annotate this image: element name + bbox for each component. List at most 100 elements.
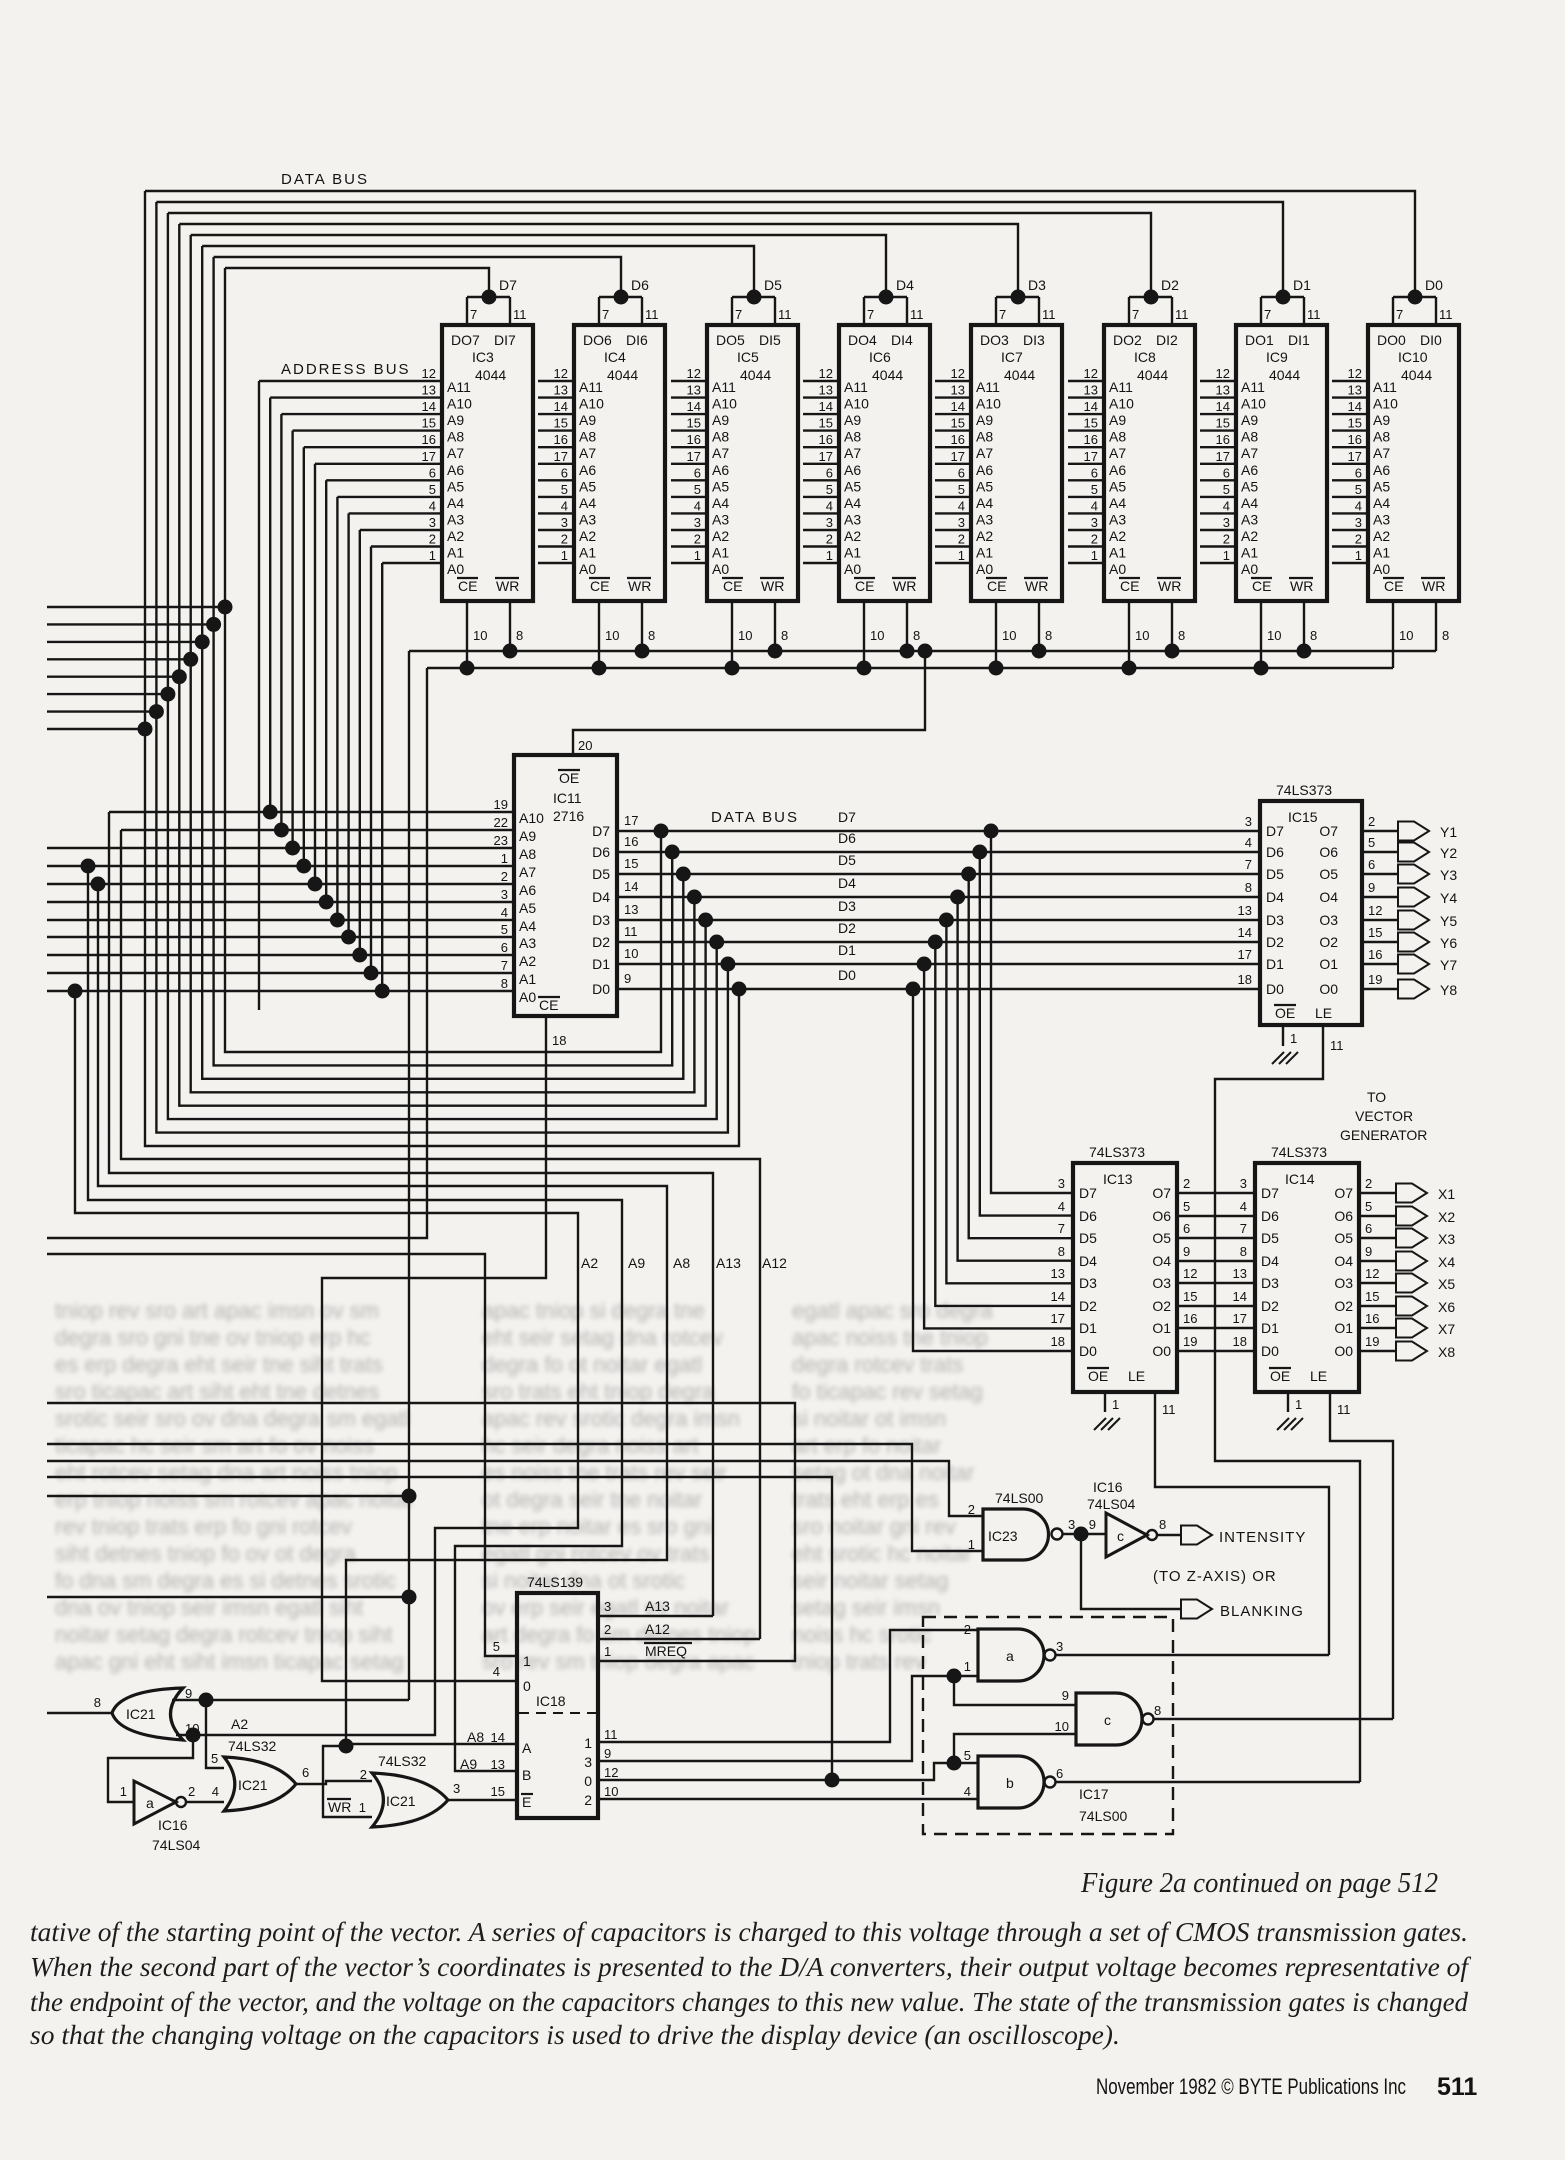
svg-text:17: 17 [1216, 449, 1230, 464]
svg-text:7: 7 [1058, 1221, 1065, 1236]
svg-text:A11: A11 [1109, 379, 1133, 395]
svg-text:O2: O2 [1334, 1298, 1353, 1314]
svg-text:8: 8 [1178, 628, 1185, 643]
svg-text:CE: CE [723, 578, 742, 594]
svg-text:16: 16 [1348, 432, 1362, 447]
svg-text:Y3: Y3 [1440, 867, 1457, 883]
svg-text:tne erp noitar es sro gni: tne erp noitar es sro gni [482, 1514, 713, 1539]
svg-text:A2: A2 [1109, 528, 1126, 544]
svg-text:5: 5 [493, 1639, 500, 1654]
svg-text:Y5: Y5 [1440, 913, 1457, 929]
svg-text:A7: A7 [1373, 445, 1390, 461]
svg-text:4: 4 [1223, 498, 1230, 513]
svg-text:4: 4 [1091, 498, 1098, 513]
svg-text:A10: A10 [519, 810, 544, 826]
svg-text:2: 2 [958, 532, 965, 547]
svg-text:O4: O4 [1152, 1253, 1171, 1269]
svg-text:A2: A2 [976, 528, 993, 544]
svg-text:D1: D1 [1261, 1320, 1279, 1336]
svg-text:CE: CE [539, 997, 558, 1013]
svg-text:O6: O6 [1152, 1208, 1171, 1224]
svg-text:13: 13 [1238, 903, 1252, 918]
svg-text:2: 2 [501, 869, 508, 884]
svg-text:O5: O5 [1319, 866, 1338, 882]
svg-text:8: 8 [913, 628, 920, 643]
svg-text:IC21: IC21 [386, 1793, 416, 1809]
svg-text:5: 5 [1355, 482, 1362, 497]
svg-text:8: 8 [94, 1695, 101, 1710]
svg-text:12: 12 [1084, 366, 1098, 381]
svg-text:A11: A11 [579, 379, 603, 395]
svg-text:A5: A5 [844, 478, 861, 494]
svg-text:seir noitar setag: seir noitar setag [792, 1568, 949, 1593]
svg-text:10: 10 [1002, 628, 1016, 643]
svg-text:17: 17 [1233, 1311, 1247, 1326]
svg-text:A8: A8 [712, 429, 729, 445]
svg-text:4: 4 [1245, 835, 1252, 850]
svg-text:5: 5 [694, 482, 701, 497]
svg-text:D4: D4 [838, 875, 856, 891]
svg-text:D2: D2 [592, 934, 610, 950]
svg-text:D1: D1 [1266, 956, 1284, 972]
svg-text:tniop rev sro art apac imsn ov: tniop rev sro art apac imsn ov sm [55, 1298, 379, 1323]
svg-text:art erp fo noitar: art erp fo noitar [792, 1433, 941, 1458]
svg-text:3: 3 [1355, 515, 1362, 530]
svg-text:A7: A7 [579, 445, 596, 461]
svg-text:11: 11 [1162, 1402, 1176, 1417]
svg-text:DI6: DI6 [626, 332, 648, 348]
svg-text:14: 14 [1238, 925, 1252, 940]
svg-text:DO3: DO3 [980, 332, 1009, 348]
svg-text:D0: D0 [1079, 1343, 1097, 1359]
svg-text:A5: A5 [1109, 478, 1126, 494]
svg-text:11: 11 [1439, 307, 1453, 322]
svg-text:IC11: IC11 [553, 790, 582, 806]
svg-text:ADDRESS BUS: ADDRESS BUS [281, 361, 411, 378]
svg-text:2: 2 [1183, 1176, 1190, 1191]
svg-text:IC6: IC6 [869, 349, 891, 365]
svg-text:14: 14 [491, 1730, 505, 1745]
svg-text:c: c [1104, 1712, 1111, 1728]
svg-text:6: 6 [1368, 857, 1375, 872]
svg-text:10: 10 [605, 628, 619, 643]
svg-text:15: 15 [951, 416, 965, 431]
svg-text:A0: A0 [1241, 561, 1258, 577]
svg-text:CE: CE [1252, 578, 1271, 594]
svg-text:DI4: DI4 [891, 332, 913, 348]
svg-text:D6: D6 [631, 277, 649, 293]
svg-text:7: 7 [1240, 1221, 1247, 1236]
svg-text:noiss hc srotic: noiss hc srotic [792, 1622, 931, 1647]
svg-text:IC3: IC3 [472, 349, 494, 365]
svg-text:5: 5 [561, 482, 568, 497]
svg-text:5: 5 [211, 1751, 218, 1766]
svg-text:IC10: IC10 [1398, 349, 1428, 365]
svg-text:17: 17 [422, 449, 436, 464]
svg-text:A0: A0 [976, 561, 993, 577]
svg-text:eht rotcev setag dna art noiss: eht rotcev setag dna art noiss tniop [55, 1460, 397, 1485]
svg-text:WR: WR [761, 578, 784, 594]
svg-text:4: 4 [694, 498, 701, 513]
svg-text:A9: A9 [1109, 412, 1126, 428]
svg-text:2: 2 [429, 532, 436, 547]
svg-text:1: 1 [429, 548, 436, 563]
svg-text:A9: A9 [447, 412, 464, 428]
svg-text:A0: A0 [579, 561, 596, 577]
svg-text:15: 15 [624, 856, 638, 871]
svg-text:c: c [1117, 1528, 1124, 1544]
svg-text:IC14: IC14 [1285, 1171, 1315, 1187]
svg-text:O4: O4 [1334, 1253, 1353, 1269]
svg-text:D5: D5 [1079, 1230, 1097, 1246]
svg-text:X3: X3 [1438, 1231, 1455, 1247]
svg-text:12: 12 [604, 1765, 618, 1780]
svg-text:A8: A8 [519, 846, 536, 862]
svg-text:D4: D4 [1261, 1253, 1279, 1269]
svg-text:srotic seir sro ov dna degra s: srotic seir sro ov dna degra sm egatl [55, 1406, 410, 1431]
svg-text:6: 6 [429, 465, 436, 480]
svg-text:DI7: DI7 [494, 332, 516, 348]
svg-text:X6: X6 [1438, 1299, 1455, 1315]
svg-text:6: 6 [302, 1765, 309, 1780]
svg-text:INTENSITY: INTENSITY [1219, 1529, 1306, 1546]
svg-text:A2: A2 [1241, 528, 1258, 544]
svg-text:16: 16 [1183, 1311, 1197, 1326]
svg-text:egatl apac sro degra: egatl apac sro degra [792, 1298, 993, 1323]
svg-text:A5: A5 [579, 478, 596, 494]
